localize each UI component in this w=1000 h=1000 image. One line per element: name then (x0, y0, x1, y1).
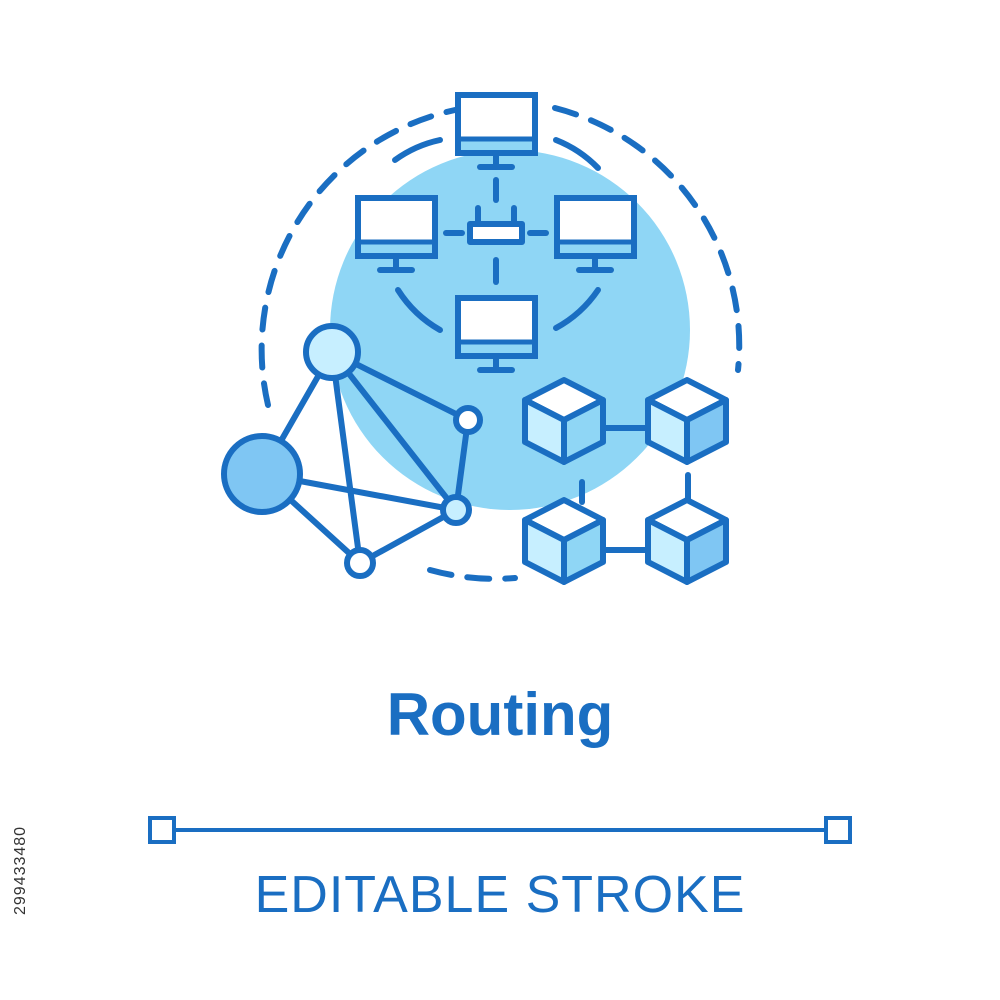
monitor-icon (554, 195, 637, 273)
editable-stroke-caption: EDITABLE STROKE (254, 866, 746, 924)
stock-id: 299433480 (12, 825, 29, 915)
router-icon (467, 205, 525, 245)
routing-illustration (221, 92, 743, 585)
monitor-icon (455, 295, 538, 373)
dashed-orbit (258, 105, 743, 582)
anchor-handle-left (148, 816, 176, 844)
monitor-icon (455, 92, 538, 170)
page-title: Routing (386, 681, 614, 748)
editable-stroke-line (148, 816, 852, 844)
anchor-handle-right (824, 816, 852, 844)
blockchain-cubes-icon (522, 377, 729, 585)
network-nodes-icon (221, 323, 483, 579)
inner-dashed-ring (392, 137, 601, 333)
monitor-icon (355, 195, 438, 273)
